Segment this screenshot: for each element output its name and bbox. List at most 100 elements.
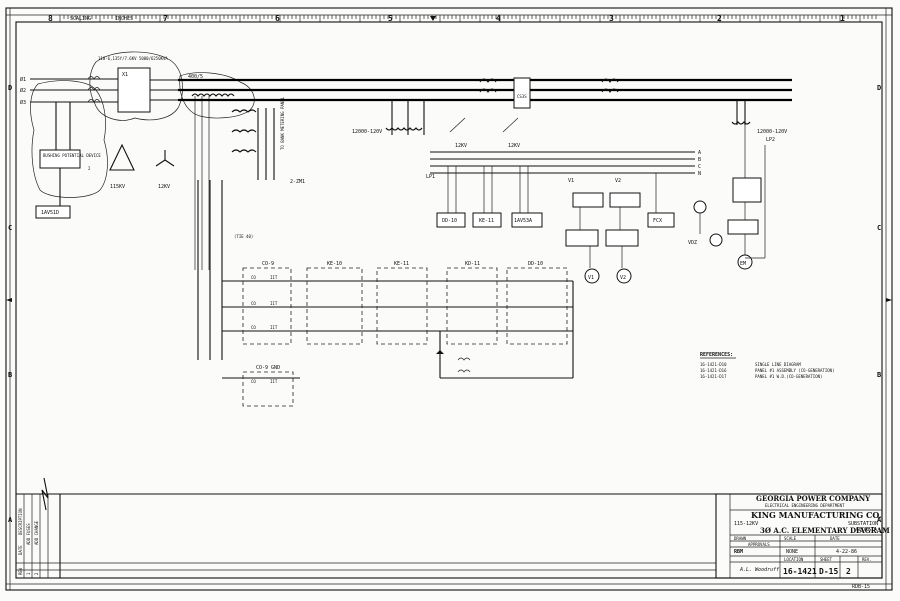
main-bus: CS3S: [178, 77, 792, 109]
location-label: LOCATION: [784, 557, 804, 562]
reference-desc: SINGLE LINE DIAGRAM: [755, 362, 801, 367]
zone-letter: D: [877, 84, 881, 92]
coil-label: CO: [251, 275, 256, 280]
phase-label: Ø3: [20, 99, 26, 106]
bus-label: N: [698, 171, 701, 177]
drawing-size: D-15: [819, 567, 838, 576]
zone-letter: A: [8, 516, 13, 524]
center-mark-icon: [430, 16, 436, 21]
vdz-label: VDZ: [688, 240, 697, 246]
center-mark-icon: [6, 298, 12, 302]
revision-table: REV DATE DESCRIPTION 1 ADD FUSES 2 ADD C…: [18, 494, 49, 578]
potential-transformers: 12000-120V 12KV 12KV LP1: [352, 100, 520, 180]
ct-control-wiring: (TIE 40): [197, 180, 253, 360]
group-label: DD-10: [528, 261, 543, 267]
center-mark-icon: [886, 298, 892, 302]
bottom-strip: [16, 477, 882, 578]
date-value: 4-22-86: [836, 549, 857, 555]
rev-header: DATE: [18, 545, 23, 555]
bus-label: B: [698, 157, 701, 163]
meter-symbol: V1: [588, 275, 594, 281]
group-label: KD-11: [465, 261, 480, 267]
rev-label: REV.: [862, 557, 872, 562]
company-name: GEORGIA POWER COMPANY: [756, 494, 871, 503]
relay-row-upper: DD-10 KE-11 1AV53A: [436, 166, 543, 228]
right-pt-section: 12000-120V LP2 EM: [727, 100, 787, 270]
pt-ratio: 12000-120V: [757, 129, 787, 135]
references: REFERENCES: 16-1421-D10 16-1421-D16 16-1…: [700, 352, 834, 379]
wye-voltage: 12KV: [158, 184, 170, 190]
rev-number: 1: [26, 572, 31, 575]
group-label: KE-11: [394, 261, 409, 267]
scale-ticks: [59, 15, 877, 22]
zone-number: 3: [609, 14, 614, 23]
metering-panel-label: TO BANK METERING PANEL: [280, 96, 285, 150]
meter-label: V2: [615, 178, 621, 184]
coil-label: IIT: [270, 275, 278, 280]
reference-number: 16-1421-D17: [700, 374, 727, 379]
scale-value: NONE: [786, 549, 798, 555]
sheet-title: 3Ø A.C. ELEMENTARY DIAGRAM: [760, 526, 890, 535]
lamp-icon: [709, 233, 723, 247]
energy-meter-icon: [737, 254, 753, 270]
rev-header: REV: [18, 567, 23, 575]
meter-symbol: V2: [620, 275, 626, 281]
zone-number: 7: [163, 14, 168, 23]
delta-voltage: 115KV: [110, 184, 125, 190]
revision-number: 2: [846, 567, 851, 576]
drawing-number: 16-1421: [783, 567, 817, 576]
scaling-label: SCALING: [70, 16, 91, 22]
bus-label: A: [698, 150, 701, 156]
bus-label: C: [698, 164, 701, 170]
title-block: GEORGIA POWER COMPANY ELECTRICAL ENGINEE…: [715, 493, 890, 590]
zone-number: 1: [840, 14, 845, 23]
phase-label: Ø2: [20, 87, 26, 94]
group-label: KE-10: [327, 261, 342, 267]
coil-label: CO: [251, 379, 256, 384]
reference-desc: PANEL #1 ASSEMBLY (CO-GENERATION): [755, 368, 834, 373]
metering-panel: TO BANK METERING PANEL 2-ZM1: [231, 96, 305, 185]
bushing-potential-device: BUSHING POTENTIAL DEVICE 2 1AV51D: [30, 80, 108, 219]
ct-ratio: 400/5: [188, 74, 203, 80]
lp2-label: LP2: [766, 137, 775, 143]
pt-name: CS3S: [517, 94, 527, 99]
em-label: EM: [740, 261, 746, 267]
device-number: 2: [88, 166, 91, 171]
rev-header: DESCRIPTION: [18, 508, 23, 535]
rev-number: 2: [34, 572, 39, 575]
drawn-label: DRAWN: [734, 536, 747, 541]
zone-letter: C: [877, 224, 881, 232]
winding-symbols: 115KV 12KV: [109, 143, 175, 190]
relay-label: KE-11: [479, 218, 494, 224]
group-label: CO-9: [262, 261, 274, 267]
reference-number: 16-1421-D16: [700, 368, 727, 373]
relay-label: 1AV53A: [514, 218, 532, 224]
lp-label: LP1: [426, 174, 435, 180]
date-label: DATE: [830, 536, 840, 541]
pt-ratio: 12000-120V: [352, 129, 382, 135]
inches-label: INCHES: [115, 16, 133, 22]
subtitle-left: 115-12KV: [734, 521, 758, 527]
reference-number: 16-1421-D10: [700, 362, 727, 367]
zone-letter: C: [8, 224, 12, 232]
wattmeter-icon: [584, 268, 600, 284]
initials: RBM: [734, 549, 743, 555]
coil-label: IIT: [270, 301, 278, 306]
main-transformer: 110-6,135Y/7.6KV 5000/6250KVA X1: [89, 51, 183, 121]
varmeter-icon: [616, 268, 632, 284]
subtitle-right: SUBSTATION: [848, 521, 878, 527]
bushing-device-label: BUSHING POTENTIAL DEVICE: [43, 153, 101, 158]
transformer-name: X1: [122, 72, 128, 78]
zone-letter: B: [8, 371, 12, 379]
arrow-icon: [436, 350, 444, 354]
phase-label: Ø1: [20, 76, 26, 83]
project-name: KING MANUFACTURING CO.: [751, 510, 882, 520]
scale-label: SCALE: [784, 536, 797, 541]
stamp: RDB-15: [852, 584, 870, 590]
ground-relay: CO-9 GND CO IIT: [242, 350, 471, 407]
meter-section: V1 V2 V1 V2 FCX VDZ: [565, 173, 723, 284]
zone-letter: B: [877, 371, 881, 379]
zone-number: 5: [388, 14, 393, 23]
zone-letter: D: [8, 84, 12, 92]
